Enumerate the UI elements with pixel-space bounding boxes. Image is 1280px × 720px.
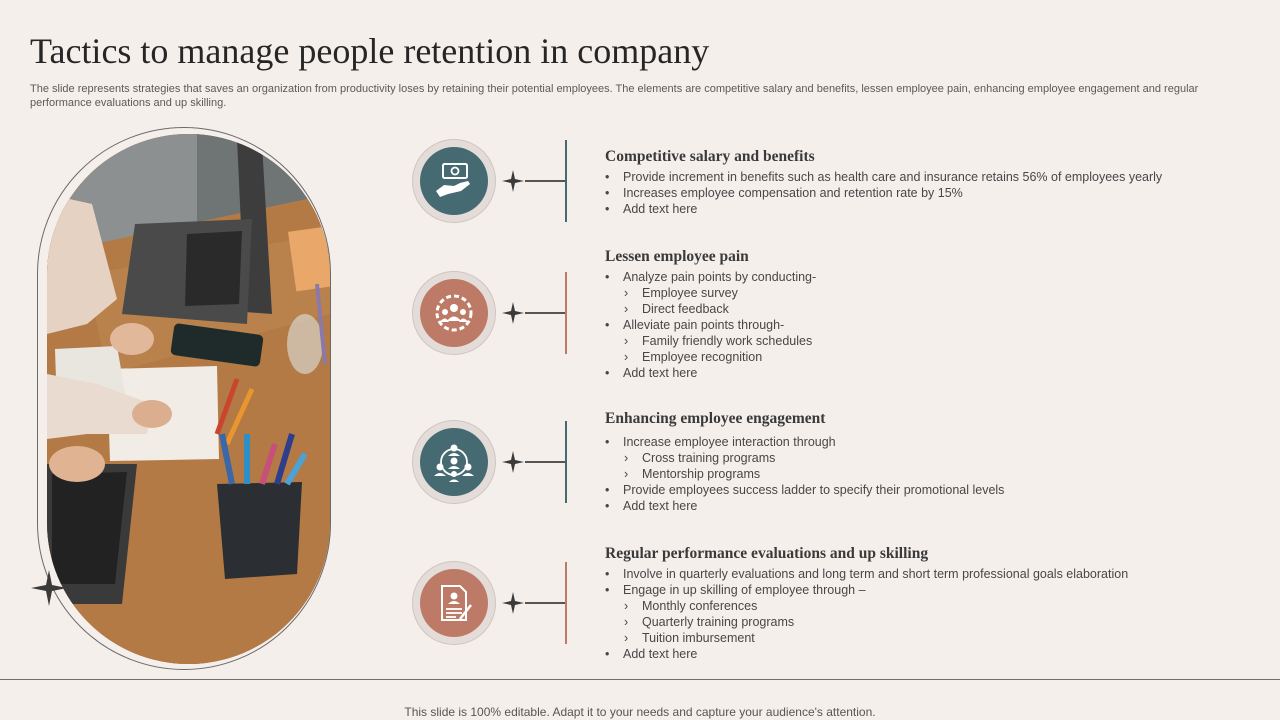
connector-line xyxy=(525,461,565,463)
money-hand-icon xyxy=(436,163,470,197)
bullet: Add text here xyxy=(605,201,1245,217)
connector-line xyxy=(525,312,565,314)
bullet: Involve in quarterly evaluations and lon… xyxy=(605,566,1245,582)
sparkle-icon xyxy=(31,570,67,606)
slide-subtitle: The slide represents strategies that sav… xyxy=(30,83,1199,109)
bullet: Add text here xyxy=(605,646,1245,662)
connector-line xyxy=(525,180,565,182)
item-salary-benefits: Competitive salary and benefits Provide … xyxy=(605,148,1245,217)
item-heading: Competitive salary and benefits xyxy=(605,148,815,165)
bullet: Engage in up skilling of employee throug… xyxy=(605,582,1245,598)
sub-bullet: Employee recognition xyxy=(605,349,1245,365)
bullet: Add text here xyxy=(605,365,1245,381)
salary-icon-badge xyxy=(412,139,496,223)
slide-title: Tactics to manage people retention in co… xyxy=(30,31,710,71)
sub-bullet: Quarterly training programs xyxy=(605,614,1245,630)
sub-bullet: Mentorship programs xyxy=(605,466,1245,482)
item-lessen-pain: Lessen employee pain Analyze pain points… xyxy=(605,248,1245,381)
sub-bullet: Monthly conferences xyxy=(605,598,1245,614)
sub-bullet: Direct feedback xyxy=(605,301,1245,317)
four-point-star-icon xyxy=(502,302,524,324)
engagement-icon-badge xyxy=(412,420,496,504)
sub-bullet: Employee survey xyxy=(605,285,1245,301)
accent-bar xyxy=(565,562,567,644)
bullet: Add text here xyxy=(605,498,1245,514)
footer-divider xyxy=(0,679,1280,680)
pain-icon-badge xyxy=(412,271,496,355)
team-gear-icon xyxy=(435,294,473,332)
accent-bar xyxy=(565,272,567,354)
connector-line xyxy=(525,602,565,604)
bullet: Increase employee interaction through xyxy=(605,434,1245,450)
item-heading: Enhancing employee engagement xyxy=(605,410,826,427)
item-performance-evaluations: Regular performance evaluations and up s… xyxy=(605,545,1245,662)
network-people-icon xyxy=(434,444,474,482)
four-point-star-icon xyxy=(502,592,524,614)
sub-bullet: Tuition imbursement xyxy=(605,630,1245,646)
accent-bar xyxy=(565,421,567,503)
accent-bar xyxy=(565,140,567,222)
evaluation-document-icon xyxy=(441,585,472,621)
footer-note: This slide is 100% editable. Adapt it to… xyxy=(404,705,876,719)
bullet: Alleviate pain points through- xyxy=(605,317,1245,333)
bullet: Analyze pain points by conducting- xyxy=(605,269,1245,285)
sub-bullet: Cross training programs xyxy=(605,450,1245,466)
office-desk-photo xyxy=(47,134,330,664)
bullet: Provide employees success ladder to spec… xyxy=(605,482,1245,498)
bullet: Provide increment in benefits such as he… xyxy=(605,169,1245,185)
item-heading: Regular performance evaluations and up s… xyxy=(605,545,929,562)
evaluation-icon-badge xyxy=(412,561,496,645)
four-point-star-icon xyxy=(502,451,524,473)
item-engagement: Enhancing employee engagement Increase e… xyxy=(605,410,1245,514)
four-point-star-icon xyxy=(502,170,524,192)
sub-bullet: Family friendly work schedules xyxy=(605,333,1245,349)
bullet: Increases employee compensation and rete… xyxy=(605,185,1245,201)
photo-frame xyxy=(37,127,331,670)
item-heading: Lessen employee pain xyxy=(605,248,749,265)
